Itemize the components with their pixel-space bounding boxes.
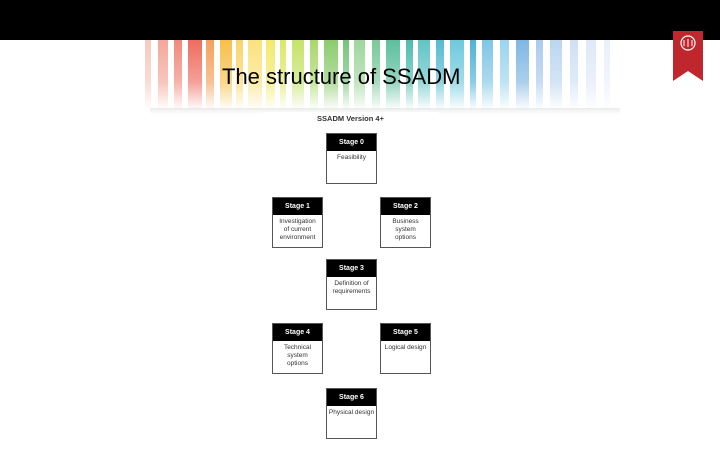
stage-0-box: Stage 0 Feasibility <box>326 133 377 184</box>
stage-3-name: Definition of requirements <box>327 277 376 296</box>
stage-6-box: Stage 6 Physical design <box>326 388 377 439</box>
stage-1-label: Stage 1 <box>273 198 322 215</box>
stage-4-name: Technical system options <box>273 341 322 368</box>
bookmark-ribbon-icon <box>673 31 703 81</box>
stage-4-label: Stage 4 <box>273 324 322 341</box>
stage-5-box: Stage 5 Logical design <box>380 323 431 374</box>
stage-6-name: Physical design <box>327 406 376 417</box>
stage-4-box: Stage 4 Technical system options <box>272 323 323 374</box>
stage-5-name: Logical design <box>381 341 430 352</box>
stage-3-box: Stage 3 Definition of requirements <box>326 259 377 310</box>
stage-5-label: Stage 5 <box>381 324 430 341</box>
stage-2-box: Stage 2 Business system options <box>380 197 431 248</box>
stage-0-name: Feasibility <box>327 151 376 162</box>
stage-2-label: Stage 2 <box>381 198 430 215</box>
stage-1-name: Investigation of current environment <box>273 215 322 242</box>
stage-6-label: Stage 6 <box>327 389 376 406</box>
stage-0-label: Stage 0 <box>327 134 376 151</box>
diagram-title: SSADM Version 4+ <box>263 114 438 123</box>
slide-title: The structure of SSADM <box>222 64 460 90</box>
ssadm-diagram: SSADM Version 4+ Stage 0 Feasibility Sta… <box>263 112 438 450</box>
stage-1-box: Stage 1 Investigation of current environ… <box>272 197 323 248</box>
stage-3-label: Stage 3 <box>327 260 376 277</box>
top-bar <box>0 0 720 40</box>
stage-2-name: Business system options <box>381 215 430 242</box>
